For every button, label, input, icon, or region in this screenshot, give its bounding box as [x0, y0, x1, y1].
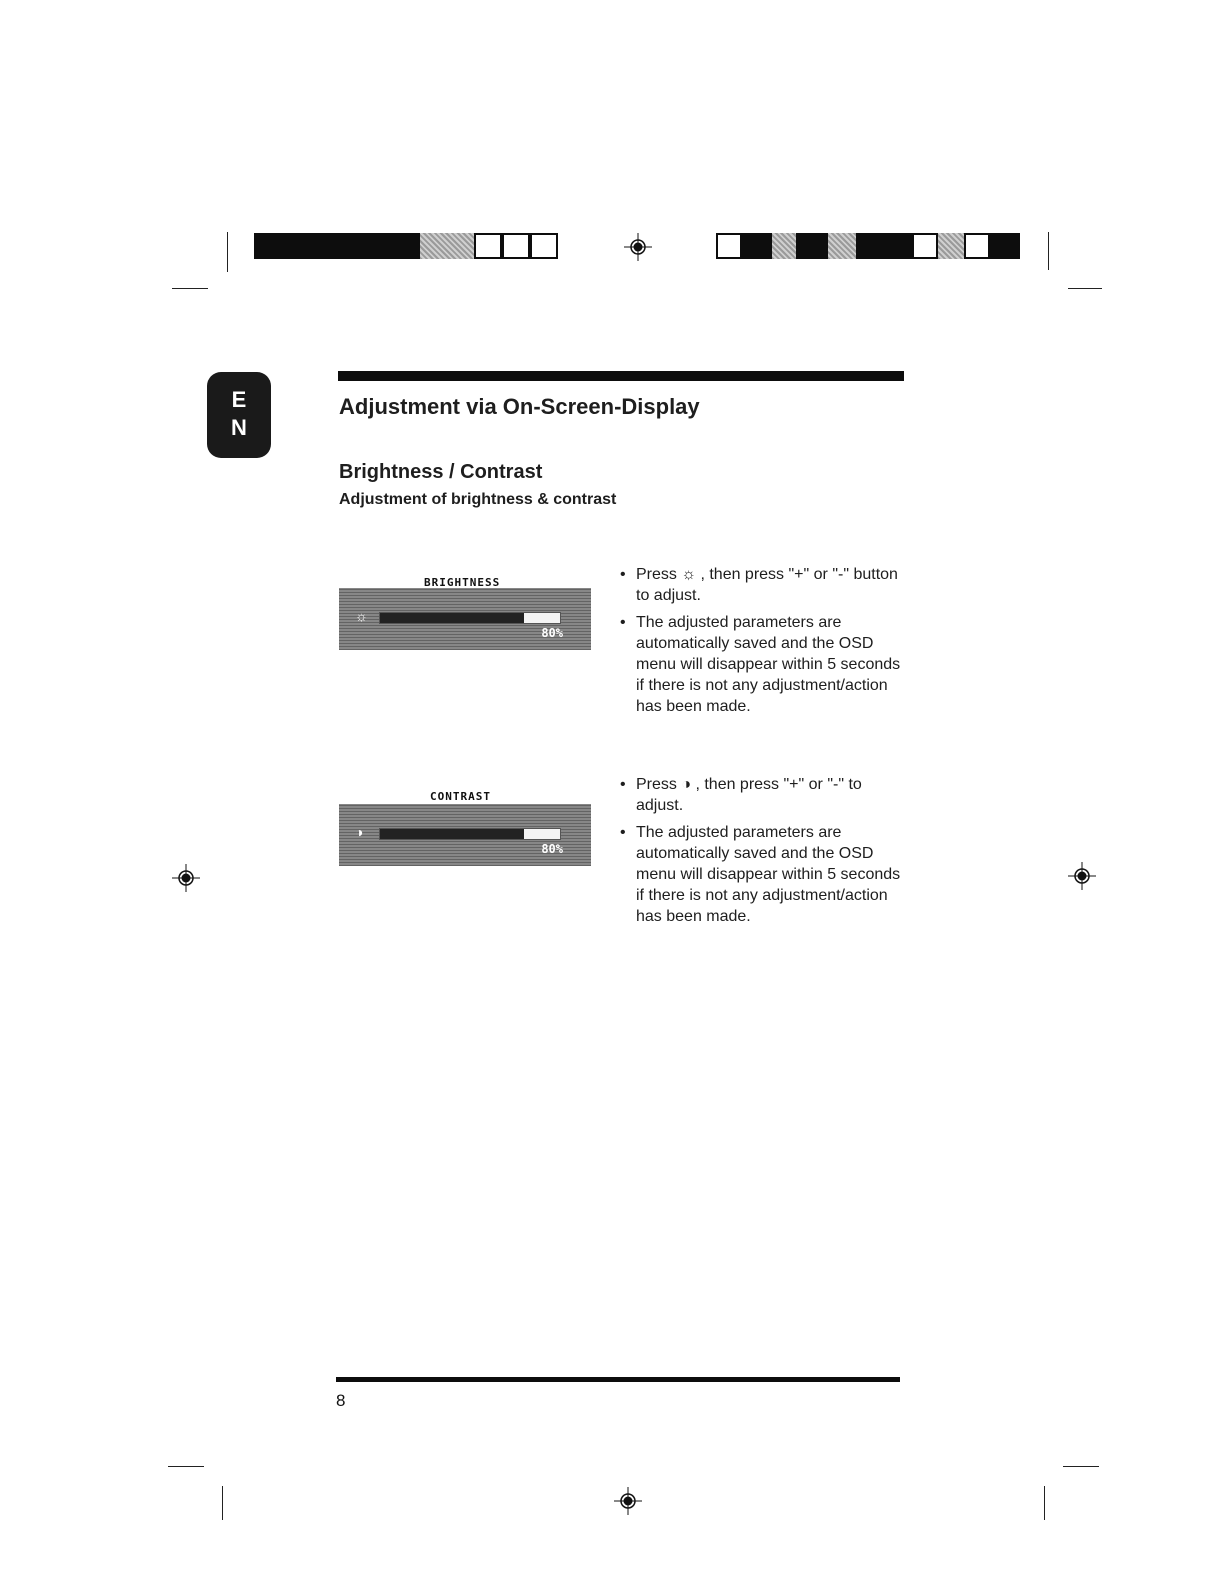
contrast-slider-fill	[380, 829, 524, 839]
crop-mark	[1044, 1486, 1045, 1520]
list-item: The adjusted parameters are automaticall…	[620, 822, 905, 927]
heading-rule	[338, 371, 904, 381]
language-tab-line2: N	[231, 415, 247, 440]
registration-mark-icon	[614, 1487, 642, 1515]
crop-mark	[1048, 232, 1049, 270]
crop-mark	[1063, 1466, 1099, 1467]
registration-mark-icon	[624, 233, 652, 261]
contrast-osd-label: CONTRAST	[430, 790, 491, 803]
brightness-osd-panel: ☼ 80%	[339, 588, 591, 650]
list-item: The adjusted parameters are automaticall…	[620, 612, 905, 717]
contrast-instructions: Press ◑ , then press "+" or "-" to adjus…	[620, 774, 905, 933]
language-tab-line1: E	[231, 387, 247, 412]
crop-mark	[172, 288, 208, 289]
registration-mark-icon	[172, 864, 200, 892]
footer-rule	[336, 1377, 900, 1382]
contrast-percent: 80%	[541, 842, 563, 856]
list-item: Press ☼ , then press "+" or "-" button t…	[620, 564, 905, 606]
crop-mark	[168, 1466, 204, 1467]
contrast-osd-panel: ◑ 80%	[339, 804, 591, 866]
brightness-percent: 80%	[541, 626, 563, 640]
brightness-instructions: Press ☼ , then press "+" or "-" button t…	[620, 564, 905, 723]
crop-mark	[1068, 288, 1102, 289]
half-circle-icon: ◑	[355, 824, 364, 840]
language-tab: E N	[207, 372, 271, 458]
contrast-slider	[379, 828, 561, 840]
crop-mark	[222, 1486, 223, 1520]
section-title: Brightness / Contrast	[339, 461, 543, 483]
crop-mark	[227, 232, 228, 272]
page-number: 8	[336, 1391, 346, 1410]
sun-icon: ☼	[355, 608, 368, 624]
brightness-slider-fill	[380, 613, 524, 623]
brightness-slider	[379, 612, 561, 624]
list-item: Press ◑ , then press "+" or "-" to adjus…	[620, 774, 905, 816]
section-subtitle: Adjustment of brightness & contrast	[339, 491, 617, 508]
registration-mark-icon	[1068, 862, 1096, 890]
brightness-osd-label: BRIGHTNESS	[424, 576, 501, 589]
page-title: Adjustment via On-Screen-Display	[339, 394, 700, 419]
